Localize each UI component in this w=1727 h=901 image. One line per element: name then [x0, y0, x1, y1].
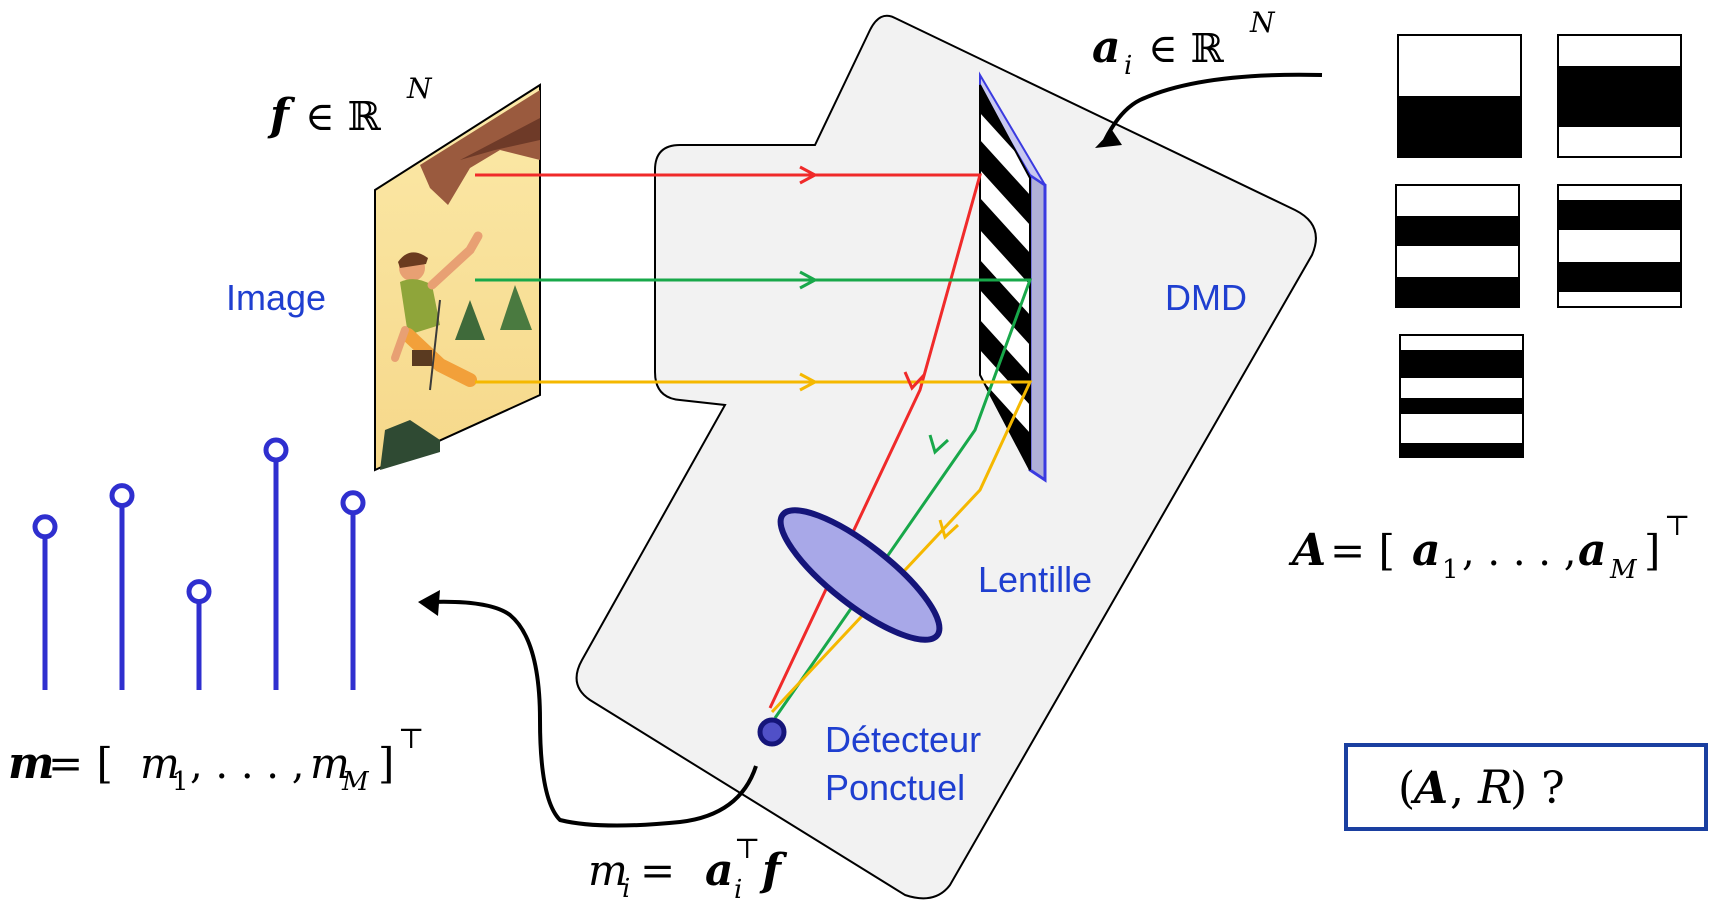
svg-text:A: A	[1288, 525, 1326, 576]
svg-text:m: m	[8, 738, 55, 789]
pattern-4	[1557, 184, 1682, 308]
optics-panel	[575, 14, 1317, 900]
svg-text:N: N	[1249, 6, 1276, 39]
stem-marker	[32, 514, 58, 540]
svg-text:a: a	[1412, 525, 1441, 576]
svg-text:a: a	[1578, 525, 1607, 576]
point-detector	[757, 717, 787, 747]
svg-text:R: R	[1477, 760, 1513, 814]
svg-text:i: i	[734, 875, 742, 901]
svg-text:⊤: ⊤	[734, 832, 760, 865]
svg-text:i: i	[622, 874, 630, 901]
svg-text:⊤: ⊤	[1664, 509, 1690, 542]
svg-text:]: ]	[1644, 526, 1660, 575]
pattern-3	[1395, 184, 1520, 308]
svg-text:(: (	[1398, 763, 1415, 814]
pattern-5	[1399, 334, 1524, 458]
svg-text:M: M	[341, 767, 370, 797]
arrow-to-measurements	[429, 599, 758, 828]
f-vector-label: f ∈ ℝ N	[267, 72, 433, 141]
m-vector-label: m = [ m 1 , . . . , m M ] ⊤	[8, 722, 424, 797]
svg-text:M: M	[1609, 555, 1638, 585]
detector-label-2: Ponctuel	[825, 767, 965, 808]
ai-vector-label: a i ∈ ℝ N	[1092, 6, 1276, 81]
stem-marker	[263, 437, 289, 463]
detector-label-1: Détecteur	[825, 719, 981, 760]
question-box	[1344, 743, 1708, 831]
svg-text:m: m	[310, 739, 350, 788]
svg-text:∈ ℝ: ∈ ℝ	[305, 94, 381, 140]
svg-text:m: m	[588, 846, 628, 895]
svg-text:]: ]	[378, 739, 394, 788]
svg-text:= [: = [	[48, 739, 113, 788]
lens	[777, 507, 943, 643]
svg-text:1: 1	[172, 767, 189, 797]
svg-text:a: a	[1092, 22, 1121, 73]
stem-plot	[32, 437, 366, 690]
svg-text:,: ,	[1450, 763, 1464, 814]
svg-text:) ?: ) ?	[1510, 763, 1565, 814]
pattern-2	[1557, 34, 1682, 158]
svg-text:∈ ℝ: ∈ ℝ	[1148, 26, 1224, 72]
svg-text:a: a	[705, 845, 734, 896]
svg-text:=: =	[640, 846, 675, 895]
svg-text:⊤: ⊤	[398, 722, 424, 755]
scene-image	[374, 83, 541, 472]
pattern-grid	[1395, 34, 1682, 458]
A-matrix-label: A = [ a 1 , . . . , a M ] ⊤	[1288, 509, 1690, 585]
svg-text:m: m	[140, 739, 180, 788]
svg-text:A: A	[1410, 763, 1448, 814]
stem-marker	[186, 579, 212, 605]
stem-marker	[340, 490, 366, 516]
image-label: Image	[226, 277, 326, 318]
svg-text:, . . . ,: , . . . ,	[1462, 529, 1576, 575]
stem-marker	[109, 483, 135, 509]
pattern-1	[1397, 34, 1522, 158]
svg-text:i: i	[1124, 51, 1132, 81]
dmd-label: DMD	[1165, 277, 1247, 318]
svg-text:f: f	[759, 845, 788, 896]
arrow-to-dmd	[1103, 72, 1323, 141]
svg-text:1: 1	[1442, 555, 1459, 585]
lens-label: Lentille	[978, 559, 1092, 600]
svg-text:f: f	[267, 90, 296, 141]
mi-equation-label: m i = a ⊤ i f	[588, 832, 788, 901]
svg-text:N: N	[406, 72, 433, 105]
question-label: ( A , R ) ?	[1398, 760, 1565, 814]
svg-text:= [: = [	[1330, 526, 1395, 575]
svg-text:, . . . ,: , . . . ,	[190, 742, 304, 788]
